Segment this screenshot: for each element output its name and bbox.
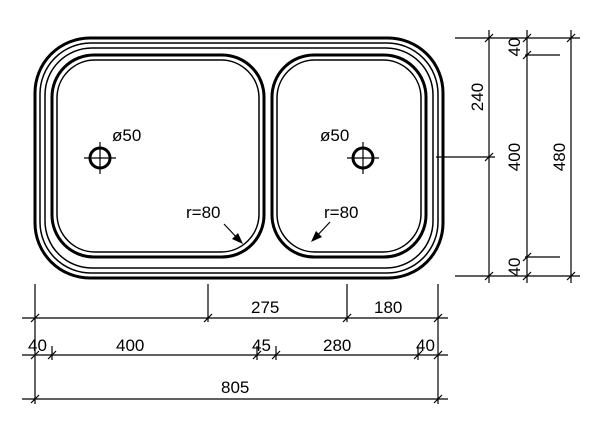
right-bowl <box>270 53 428 259</box>
left-radius-arrow <box>223 223 243 244</box>
horizontal-dim-180: 180 <box>374 298 402 317</box>
tick <box>566 33 576 43</box>
horizontal-dim-275: 275 <box>251 298 279 317</box>
tick <box>433 394 443 404</box>
tick <box>566 271 576 281</box>
left-radius-label: r=80 <box>186 203 221 222</box>
vertical-dim-480: 480 <box>550 143 569 171</box>
tick <box>30 313 40 323</box>
right-bowl-inner <box>276 59 422 253</box>
right-radius-label: r=80 <box>324 203 359 222</box>
tick <box>203 313 213 323</box>
outer-rim <box>33 36 445 280</box>
rim-line-3 <box>44 47 434 269</box>
tick <box>484 33 494 43</box>
tick <box>271 350 281 360</box>
left-drain-hole <box>84 142 116 174</box>
tick <box>484 152 494 162</box>
right-drain-hole <box>347 142 379 174</box>
right-radius-arrowhead <box>311 231 322 242</box>
tick <box>522 271 532 281</box>
vertical-dim-240: 240 <box>468 83 487 111</box>
tick <box>484 271 494 281</box>
tick <box>413 350 423 360</box>
tick <box>30 350 40 360</box>
left-radius-arrowhead <box>232 233 243 244</box>
vertical-dimension-lines <box>436 30 580 283</box>
horizontal-dim-805: 805 <box>221 378 249 397</box>
horizontal-dim-40-left: 40 <box>28 336 47 355</box>
horizontal-dim-40-right: 40 <box>416 336 435 355</box>
vertical-dim-40-top: 40 <box>505 38 524 57</box>
horizontal-dim-45: 45 <box>252 336 271 355</box>
right-drain-label: ø50 <box>320 126 349 145</box>
tick <box>30 394 40 404</box>
left-drain-label: ø50 <box>112 126 141 145</box>
tick <box>433 313 443 323</box>
tick <box>252 350 262 360</box>
tick <box>342 313 352 323</box>
tick <box>433 350 443 360</box>
tick <box>47 350 57 360</box>
right-radius-arrow <box>311 221 331 242</box>
horizontal-dim-280: 280 <box>323 336 351 355</box>
sink-outline <box>33 36 445 280</box>
vertical-dim-400: 400 <box>505 143 524 171</box>
left-bowl-inner <box>56 59 260 253</box>
tick <box>522 33 532 43</box>
left-bowl-outer <box>50 53 266 259</box>
tick <box>522 252 532 262</box>
left-bowl <box>50 53 266 259</box>
tick <box>522 50 532 60</box>
horizontal-dim-400: 400 <box>116 336 144 355</box>
right-bowl-outer <box>270 53 428 259</box>
vertical-dim-40-bottom: 40 <box>505 258 524 277</box>
horizontal-dimension-lines <box>22 284 448 404</box>
rim-line-2 <box>39 42 439 274</box>
